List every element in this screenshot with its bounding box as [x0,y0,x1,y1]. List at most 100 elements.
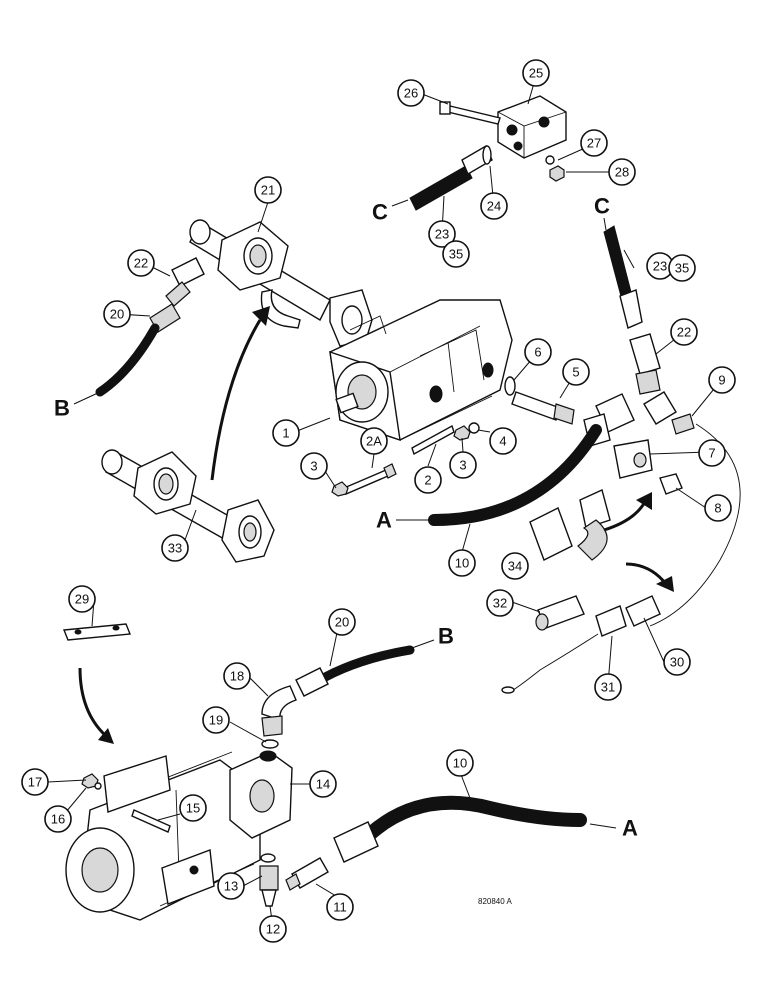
gear-pump-1 [329,299,513,442]
svg-text:19: 19 [209,713,223,728]
nut-16-washer-17 [81,773,102,790]
svg-text:3: 3 [459,458,466,473]
pump-14 [229,750,293,839]
svg-text:5: 5 [572,365,579,380]
callout-30: 30 [663,648,691,676]
svg-text:31: 31 [601,680,615,695]
callout-2: 2 [414,466,442,494]
svg-text:34: 34 [508,559,522,574]
nut-3-left [331,481,349,497]
callout-7: 7 [698,439,726,467]
o-ring-6 [504,376,516,396]
fitting-13-12 [259,853,279,907]
callout-23-right: 23 [646,252,674,280]
callout-22-left: 22 [127,249,155,277]
svg-text:23: 23 [435,227,449,242]
svg-text:2: 2 [424,473,431,488]
nut-3-right [453,425,471,441]
hose-23-right [603,225,643,329]
sensor-wire [649,423,741,627]
svg-text:23: 23 [653,259,667,274]
svg-text:16: 16 [51,812,65,827]
svg-text:26: 26 [404,86,418,101]
callout-12: 12 [259,915,287,943]
svg-text:1: 1 [282,426,289,441]
callout-21: 21 [254,176,282,204]
svg-text:22: 22 [677,325,691,340]
callout-34: 34 [501,552,529,580]
svg-text:21: 21 [261,183,275,198]
connector-30 [625,595,661,627]
callout-2A: 2A [360,427,388,455]
pipe-assembly-33 [101,449,275,563]
svg-text:13: 13 [224,879,238,894]
callout-20-lower: 20 [328,608,356,636]
fitting-5 [511,391,575,425]
svg-text:22: 22 [134,256,148,271]
hose-fitting-23-top [409,144,493,211]
stud-2 [411,424,455,456]
hose-A-upper [428,424,602,526]
svg-text:35: 35 [449,247,463,262]
bolt-26 [439,101,501,125]
washer-4 [468,422,480,434]
callout-3-right: 3 [449,451,477,479]
svg-text:9: 9 [718,373,725,388]
arrow-elbow-up [603,492,652,532]
callout-28: 28 [608,158,636,186]
callout-14: 14 [309,770,337,798]
svg-text:10: 10 [453,756,467,771]
callout-4: 4 [489,427,517,455]
callout-23-left: 23 [428,220,456,248]
svg-text:2A: 2A [366,434,382,449]
plug-8 [659,473,683,495]
electric-motor [65,751,261,921]
svg-text:18: 18 [230,669,244,684]
callout-31: 31 [594,673,622,701]
callout-29: 29 [68,585,96,613]
svg-text:27: 27 [587,136,601,151]
ref-letter-C-right: C [594,194,610,219]
svg-text:10: 10 [455,556,469,571]
callout-16: 16 [44,805,72,833]
svg-text:28: 28 [615,165,629,180]
hose-A-lower [363,795,587,841]
callout-32: 32 [486,589,514,617]
tee-fitting-cluster [583,391,695,479]
svg-text:8: 8 [714,501,721,516]
svg-text:33: 33 [168,541,182,556]
svg-text:4: 4 [499,434,506,449]
pipe-manifold-21 [189,219,373,347]
svg-text:7: 7 [708,446,715,461]
ref-letter-A-lower: A [622,816,638,841]
elbow-18 [261,685,297,737]
callout-1: 1 [272,419,300,447]
ref-letter-A-upper: A [376,508,392,533]
svg-text:35: 35 [675,261,689,276]
callout-17: 17 [21,768,49,796]
callout-13: 13 [217,872,245,900]
svg-text:17: 17 [28,775,42,790]
svg-text:14: 14 [316,777,330,792]
callout-35-right: 35 [668,254,696,282]
elbow-34 [529,489,611,561]
svg-text:20: 20 [110,307,124,322]
fitting-11 [285,857,329,891]
arrow-plate [78,667,114,744]
callout-35-left: 35 [442,240,470,268]
hose-B-lower-fitting [295,667,329,697]
svg-text:15: 15 [186,801,200,816]
callout-8: 8 [704,494,732,522]
fitting-22-left [165,257,205,307]
callout-22-right: 22 [670,318,698,346]
nut-27-28 [545,155,565,182]
ref-letter-B-upper: B [54,396,70,421]
arrow-elbow-down [625,562,674,592]
svg-text:6: 6 [534,345,541,360]
valve-block-25 [497,95,567,159]
svg-text:11: 11 [333,900,347,915]
arrow-up-pipe [210,306,270,481]
ref-letter-B-lower: B [438,624,454,649]
bolt-15 [131,809,171,833]
callout-10-lower: 10 [446,749,474,777]
